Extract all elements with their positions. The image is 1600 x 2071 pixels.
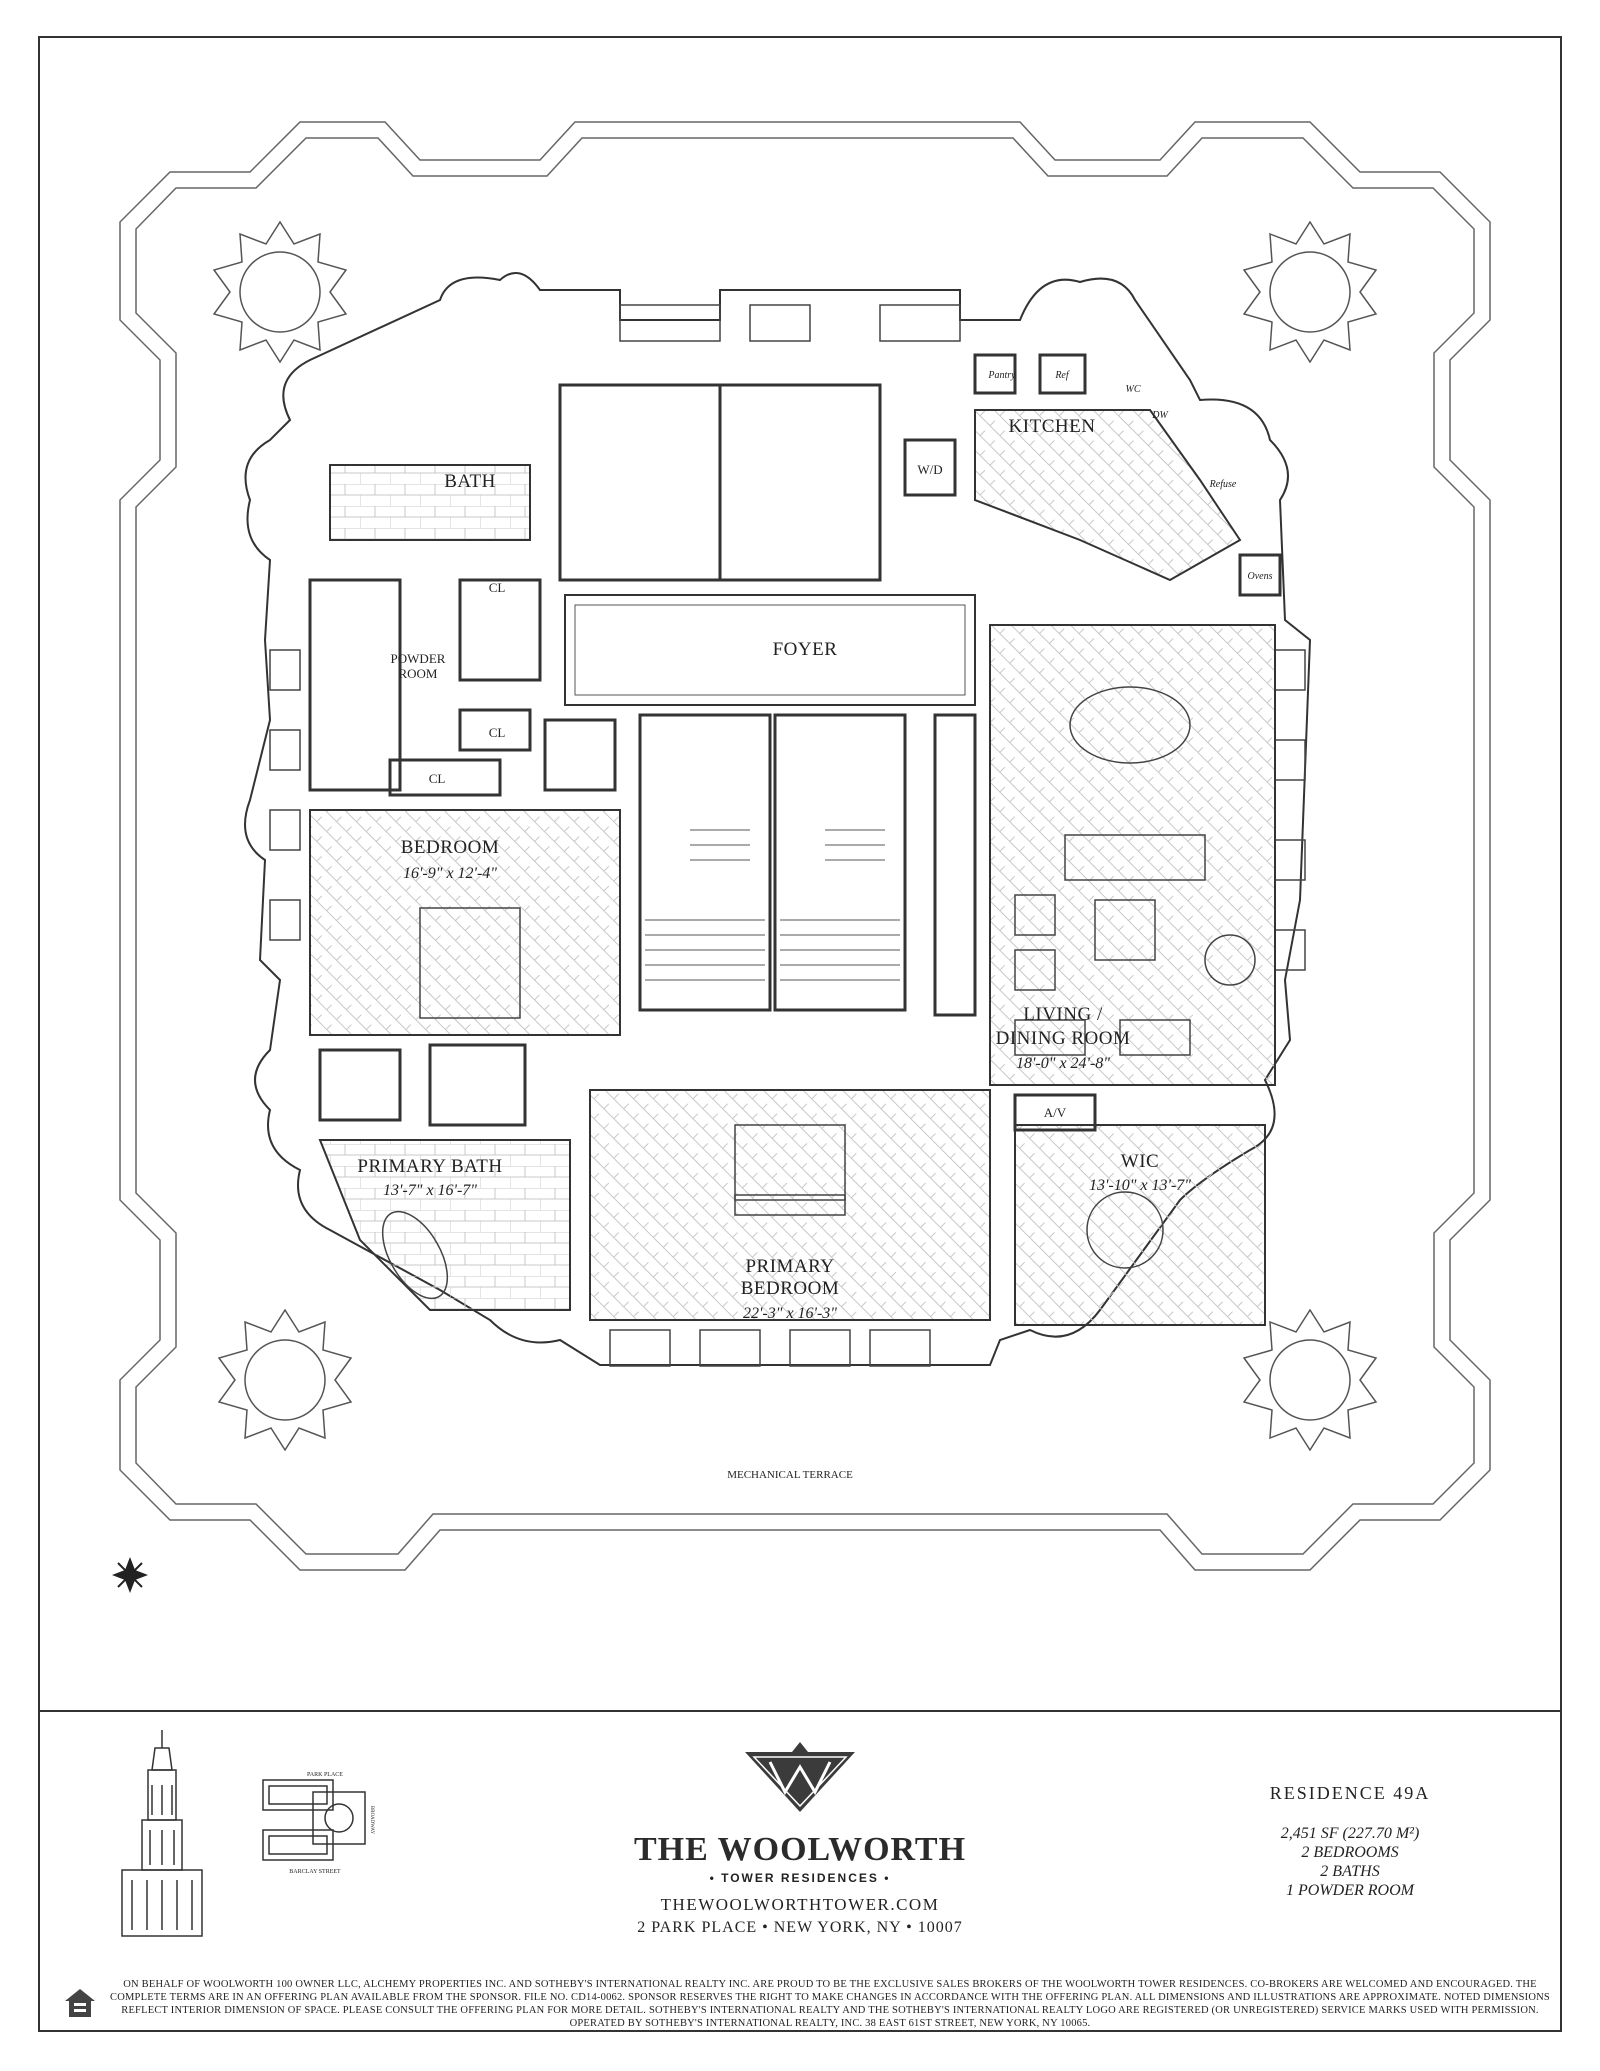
label-wc: WC <box>1126 384 1141 395</box>
brand-title: THE WOOLWORTH <box>633 1831 967 1868</box>
room-foyer: FOYER <box>773 639 838 660</box>
room-bedroom: BEDROOM <box>401 837 500 858</box>
label-powder-2: ROOM <box>398 666 437 681</box>
brand-subtitle: • TOWER RESIDENCES • <box>709 1871 891 1885</box>
label-refuse: Refuse <box>1209 479 1237 490</box>
site-plan-icon: PARK PLACE BARCLAY STREET BROADWAY <box>262 1772 374 1875</box>
woolworth-logo-icon <box>745 1742 855 1812</box>
room-living-1: LIVING / <box>1023 1004 1103 1025</box>
floor-finishes <box>309 409 1276 1326</box>
label-closet-1: CL <box>489 580 506 595</box>
website-link[interactable]: THEWOOLWORTHTOWER.COM <box>660 1895 940 1914</box>
interior-walls <box>308 353 1282 1132</box>
room-primary-bedroom-2: BEDROOM <box>741 1278 840 1299</box>
residence-baths: 2 BATHS <box>1320 1863 1380 1880</box>
label-pantry: Pantry <box>987 370 1016 381</box>
site-plan-bottom-label: BARCLAY STREET <box>289 1869 341 1875</box>
floor-plan: BATH KITCHEN Pantry Ref WC DW Refuse Ove… <box>112 121 1491 1593</box>
room-bath: BATH <box>444 471 496 492</box>
residence-area: 2,451 SF (227.70 M²) <box>1280 1825 1420 1842</box>
bedroom-dimensions: 16'-9" x 12'-4" <box>403 865 497 882</box>
living-dimensions: 18'-0" x 24'-8" <box>1016 1055 1110 1072</box>
primary-bedroom-dimensions: 22'-3" x 16'-3" <box>743 1305 837 1322</box>
brand-block: THE WOOLWORTH • TOWER RESIDENCES • THEWO… <box>560 1740 1040 1937</box>
building-exterior <box>244 271 1312 1366</box>
label-powder-1: POWDER <box>391 651 446 666</box>
label-wd: W/D <box>917 462 942 477</box>
label-ref: Ref <box>1054 370 1070 381</box>
site-plan-top-label: PARK PLACE <box>307 1772 343 1778</box>
terrace-outline <box>119 121 1491 1571</box>
room-labels: BATH KITCHEN Pantry Ref WC DW Refuse Ove… <box>357 370 1272 1481</box>
label-mechanical-terrace: MECHANICAL TERRACE <box>727 1469 853 1481</box>
room-primary-bath: PRIMARY BATH <box>357 1156 502 1177</box>
room-wic: WIC <box>1121 1151 1159 1172</box>
label-dw: DW <box>1151 410 1169 421</box>
wic-dimensions: 13'-10" x 13'-7" <box>1089 1177 1191 1194</box>
address: 2 PARK PLACE • NEW YORK, NY • 10007 <box>637 1919 963 1936</box>
room-living-2: DINING ROOM <box>996 1028 1131 1049</box>
stairs <box>645 829 900 981</box>
footer-divider <box>38 1710 1562 1712</box>
room-primary-bedroom-1: PRIMARY <box>745 1256 834 1277</box>
compass-rose-icon <box>112 1557 148 1593</box>
room-kitchen: KITCHEN <box>1009 416 1096 437</box>
page-frame <box>38 36 1562 2032</box>
residence-title: RESIDENCE 49A <box>1269 1783 1431 1803</box>
label-av: A/V <box>1044 1105 1067 1120</box>
site-plan-side-label: BROADWAY <box>369 1806 374 1835</box>
legal-disclaimer: ON BEHALF OF WOOLWORTH 100 OWNER LLC, AL… <box>110 1979 1550 2029</box>
primary-bath-dimensions: 13'-7" x 16'-7" <box>383 1182 477 1199</box>
residence-bedrooms: 2 BEDROOMS <box>1301 1844 1399 1861</box>
label-ovens: Ovens <box>1248 571 1273 582</box>
label-closet-2: CL <box>489 725 506 740</box>
residence-summary: RESIDENCE 49A 2,451 SF (227.70 M²) 2 BED… <box>1230 1783 1470 1900</box>
equal-housing-icon <box>65 1989 95 2017</box>
tower-elevation-icon <box>121 1730 203 1937</box>
furniture <box>381 686 1256 1300</box>
residence-powder: 1 POWDER ROOM <box>1286 1882 1414 1899</box>
label-closet-3: CL <box>429 771 446 786</box>
